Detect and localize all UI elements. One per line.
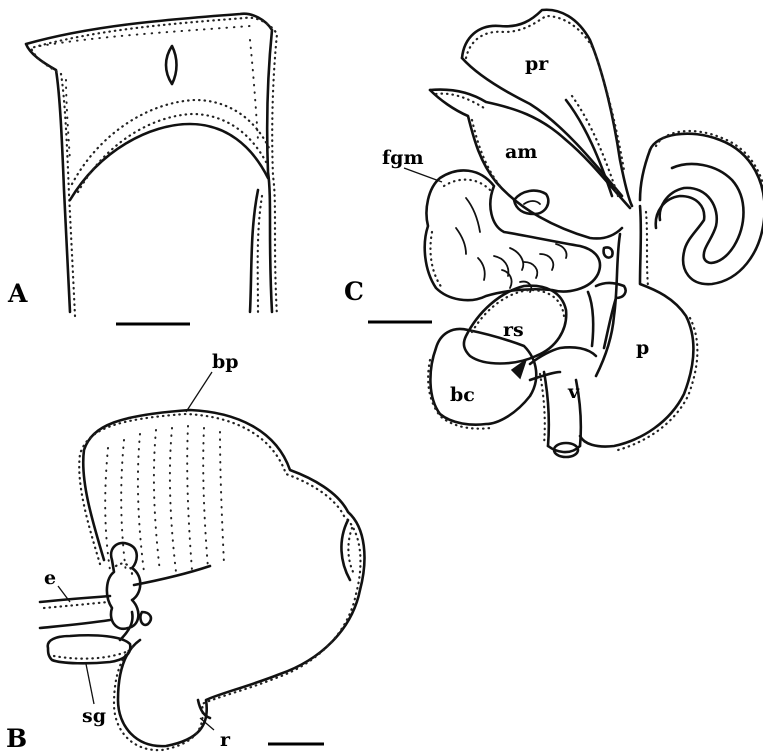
panel-b-letter: B — [6, 724, 27, 753]
panel-c-letter: C — [344, 277, 364, 306]
panel-a-drawing — [26, 14, 277, 316]
fgm-leader-line — [404, 168, 442, 182]
label-pr: pr — [525, 53, 549, 75]
panel-b-drawing — [40, 410, 364, 750]
label-fgm: fgm — [382, 147, 424, 169]
label-rs: rs — [503, 319, 524, 341]
label-bp: bp — [212, 351, 239, 373]
label-bc: bc — [450, 384, 475, 406]
label-am: am — [505, 141, 537, 163]
sg-leader-line — [86, 664, 94, 704]
label-p: p — [636, 337, 649, 359]
panel-c-drawing — [425, 10, 763, 457]
bp-leader-line — [186, 372, 212, 412]
label-sg: sg — [82, 705, 106, 727]
label-e: e — [44, 567, 56, 589]
label-v: v — [567, 381, 580, 403]
label-r: r — [220, 729, 231, 751]
panel-a-letter: A — [7, 279, 28, 308]
